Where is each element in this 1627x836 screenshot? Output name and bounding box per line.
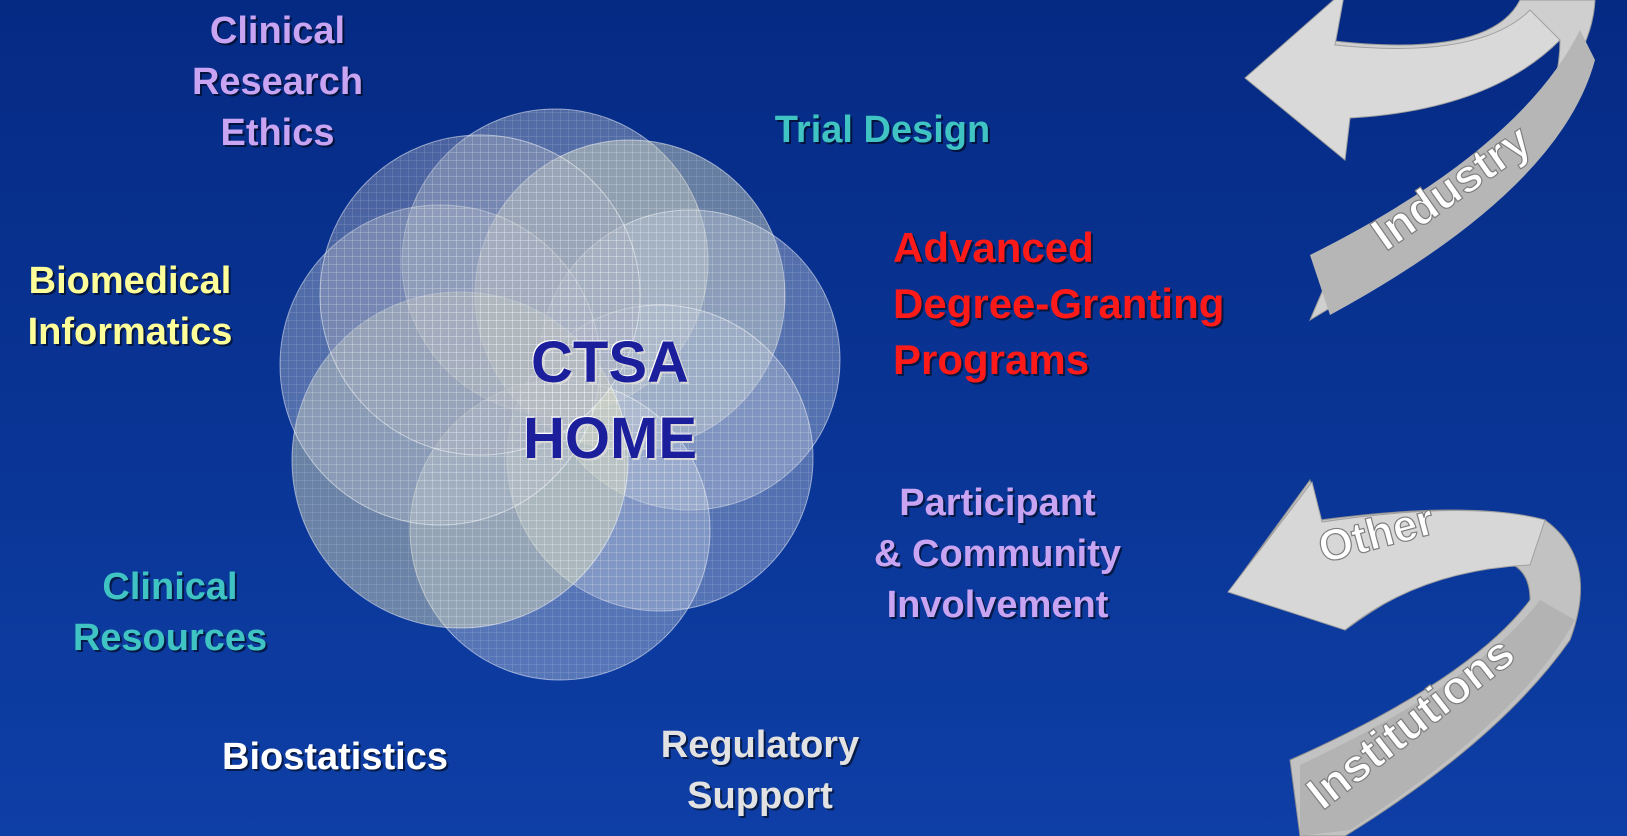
label-line: Resources: [72, 617, 268, 659]
label-line: Research: [191, 61, 364, 103]
label-line: Trial Design: [774, 109, 991, 151]
label-participant-community-involvement: Participant & Community Involvement: [855, 478, 1140, 631]
label-line: Degree-Granting: [893, 280, 1225, 327]
institutions-arrow: [1227, 478, 1582, 836]
label-line: Informatics: [27, 311, 233, 353]
circle-group: [279, 108, 841, 681]
label-line: Participant: [899, 482, 1096, 524]
label-line: Biostatistics: [222, 736, 448, 778]
label-line: Advanced: [893, 224, 1094, 271]
label-biostatistics: Biostatistics: [205, 732, 465, 783]
label-trial-design: Trial Design: [755, 105, 1010, 156]
label-line: Regulatory: [660, 724, 860, 766]
label-regulatory-support: Regulatory Support: [640, 720, 880, 822]
grid-texture: [280, 109, 840, 680]
label-clinical-research-ethics: Clinical Research Ethics: [170, 6, 385, 159]
label-advanced-degree-granting-programs: Advanced Degree-Granting Programs: [893, 220, 1273, 388]
center-title-line2: HOME: [523, 406, 697, 471]
label-line: Biomedical: [28, 260, 232, 302]
industry-arrow: [1244, 0, 1596, 322]
label-line: Involvement: [886, 584, 1109, 626]
label-line: Ethics: [220, 112, 335, 154]
label-line: Programs: [893, 336, 1090, 383]
label-line: & Community: [874, 533, 1121, 575]
label-clinical-resources: Clinical Resources: [55, 562, 285, 664]
label-line: Clinical: [102, 566, 238, 608]
label-line: Clinical: [209, 10, 346, 52]
label-biomedical-informatics: Biomedical Informatics: [10, 256, 250, 358]
center-title-line1: CTSA: [531, 330, 689, 395]
label-line: Support: [687, 775, 833, 817]
center-title: CTSA HOME: [495, 325, 725, 477]
